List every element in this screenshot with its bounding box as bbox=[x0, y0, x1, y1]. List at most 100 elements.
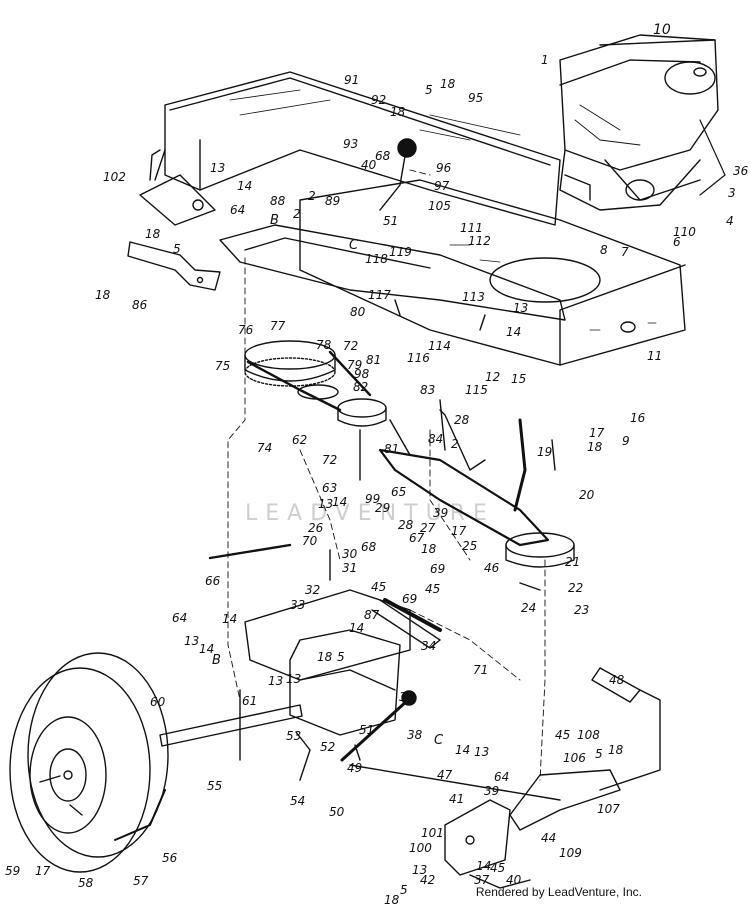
callout-61: 61 bbox=[242, 694, 257, 708]
callout-14: 14 bbox=[476, 859, 491, 873]
callout-74: 74 bbox=[257, 441, 272, 455]
reference-letter-c: C bbox=[349, 238, 359, 253]
callout-5: 5 bbox=[337, 650, 345, 664]
callout-28: 28 bbox=[398, 518, 414, 532]
callout-2: 2 bbox=[308, 189, 316, 203]
callout-9: 9 bbox=[622, 434, 630, 448]
callout-114: 114 bbox=[428, 339, 451, 353]
callout-115: 115 bbox=[465, 383, 488, 397]
callout-64: 64 bbox=[494, 770, 509, 784]
dash-panel bbox=[164, 71, 561, 226]
callout-57: 57 bbox=[133, 874, 149, 888]
callout-65: 65 bbox=[391, 485, 406, 499]
callout-79: 79 bbox=[347, 358, 362, 372]
callout-88: 88 bbox=[270, 194, 286, 208]
callout-13: 13 bbox=[286, 672, 301, 686]
callout-96: 96 bbox=[436, 161, 452, 175]
callout-12: 12 bbox=[485, 370, 500, 384]
callout-14: 14 bbox=[237, 179, 252, 193]
callout-18: 18 bbox=[608, 743, 624, 757]
callout-108: 108 bbox=[577, 728, 600, 742]
callout-111: 111 bbox=[460, 221, 483, 235]
reference-lines bbox=[227, 169, 546, 781]
callout-11: 11 bbox=[647, 349, 662, 363]
callout-6: 6 bbox=[673, 235, 681, 249]
callout-59: 59 bbox=[5, 864, 20, 878]
callout-41: 41 bbox=[449, 792, 464, 806]
reference-letter-b: B bbox=[270, 213, 279, 228]
pulley-assembly bbox=[244, 340, 387, 427]
callout-40: 40 bbox=[506, 873, 522, 887]
callout-102: 102 bbox=[103, 170, 126, 184]
callout-18: 18 bbox=[384, 893, 400, 905]
callout-14: 14 bbox=[349, 621, 364, 635]
callout-101: 101 bbox=[421, 826, 444, 840]
callout-24: 24 bbox=[521, 601, 536, 615]
footer-credit: Rendered by LeadVenture, Inc. bbox=[475, 885, 642, 899]
callout-4: 4 bbox=[726, 214, 734, 228]
callout-113: 113 bbox=[462, 290, 485, 304]
callout-117: 117 bbox=[368, 288, 391, 302]
callout-55: 55 bbox=[207, 779, 222, 793]
callout-64: 64 bbox=[172, 611, 187, 625]
callout-48: 48 bbox=[609, 673, 625, 687]
callout-14: 14 bbox=[199, 642, 214, 656]
callout-13: 13 bbox=[412, 863, 427, 877]
callout-13: 13 bbox=[474, 745, 489, 759]
callout-89: 89 bbox=[325, 194, 340, 208]
callout-18: 18 bbox=[145, 227, 161, 241]
callout-60: 60 bbox=[150, 695, 166, 709]
callout-15: 15 bbox=[511, 372, 526, 386]
callout-39: 39 bbox=[484, 784, 499, 798]
callout-13: 13 bbox=[513, 301, 528, 315]
callout-18: 18 bbox=[390, 105, 406, 119]
callout-83: 83 bbox=[420, 383, 435, 397]
callout-3: 3 bbox=[728, 186, 736, 200]
callout-17: 17 bbox=[451, 524, 467, 538]
callout-45: 45 bbox=[371, 580, 386, 594]
callout-5: 5 bbox=[595, 747, 603, 761]
reference-letter-b: B bbox=[212, 653, 221, 668]
callout-5: 5 bbox=[173, 242, 181, 256]
engine bbox=[559, 34, 726, 211]
callout-81: 81 bbox=[366, 353, 381, 367]
callout-5: 5 bbox=[425, 83, 433, 97]
callout-75: 75 bbox=[215, 359, 230, 373]
callout-118: 118 bbox=[365, 252, 388, 266]
callout-18: 18 bbox=[95, 288, 111, 302]
callout-93: 93 bbox=[343, 137, 358, 151]
callout-1: 1 bbox=[541, 53, 549, 67]
callout-20: 20 bbox=[579, 488, 595, 502]
bracket-86 bbox=[127, 241, 221, 291]
callout-14: 14 bbox=[506, 325, 521, 339]
rear-axle bbox=[159, 689, 303, 761]
callout-33: 33 bbox=[290, 598, 305, 612]
callout-26: 26 bbox=[308, 521, 324, 535]
callout-51: 51 bbox=[359, 723, 374, 737]
callout-17: 17 bbox=[589, 426, 605, 440]
callout-68: 68 bbox=[361, 540, 377, 554]
callout-21: 21 bbox=[565, 555, 580, 569]
callout-37: 37 bbox=[474, 873, 490, 887]
callout-34: 34 bbox=[421, 639, 436, 653]
callout-18: 18 bbox=[587, 440, 603, 454]
callout-2: 2 bbox=[451, 437, 459, 451]
callout-7: 7 bbox=[621, 245, 629, 259]
callout-107: 107 bbox=[597, 802, 620, 816]
callout-46: 46 bbox=[484, 561, 500, 575]
callout-76: 76 bbox=[238, 323, 254, 337]
callout-72: 72 bbox=[343, 339, 358, 353]
callout-28: 28 bbox=[454, 413, 470, 427]
callout-112: 112 bbox=[468, 234, 491, 248]
callout-66: 66 bbox=[205, 574, 221, 588]
callout-110: 110 bbox=[673, 225, 696, 239]
callout-78: 78 bbox=[316, 338, 332, 352]
callout-39: 39 bbox=[433, 506, 448, 520]
callout-116: 116 bbox=[407, 351, 430, 365]
callout-71: 71 bbox=[473, 663, 488, 677]
callout-87: 87 bbox=[364, 608, 380, 622]
callout-72: 72 bbox=[322, 453, 337, 467]
